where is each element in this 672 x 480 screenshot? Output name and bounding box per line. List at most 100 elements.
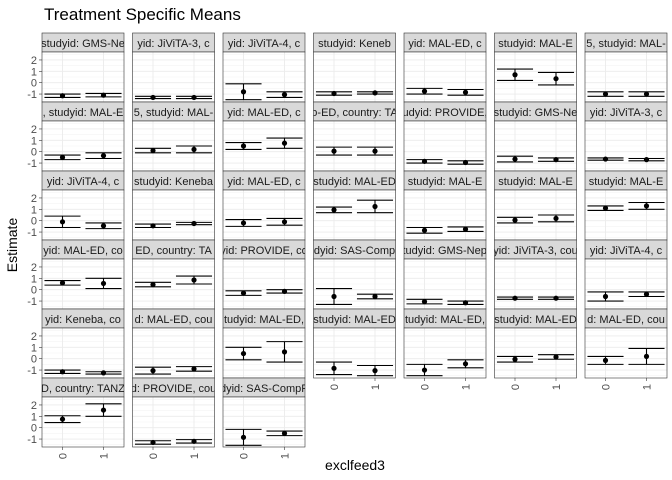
facet-panel: yid: PROVIDE, co	[222, 239, 306, 310]
estimate-point	[602, 205, 609, 211]
y-tick-label: -1	[27, 158, 37, 170]
x-tick-label: 1	[189, 453, 201, 459]
x-tick-label: 1	[370, 384, 382, 390]
facet-panel: yid: JiViTA-4, c	[222, 32, 306, 103]
facet-strip-label: studyid: Keneba	[134, 176, 214, 188]
facet-strip-label: studyid: MAL-E	[498, 38, 573, 50]
facet-strip-label: yid: MAL-ED, c	[408, 38, 482, 50]
estimate-point	[100, 280, 107, 287]
facet-strip-label: yid: JiViTA-4, c	[228, 38, 301, 50]
estimate-point	[643, 203, 650, 209]
estimate-point	[643, 353, 650, 360]
y-tick-label: 0	[31, 216, 37, 228]
x-tick-label: 1	[551, 384, 563, 390]
y-tick-label: 2	[31, 400, 37, 412]
panel-border	[313, 327, 396, 379]
estimate-point	[100, 153, 107, 159]
estimate-point	[59, 416, 66, 422]
estimate-point	[150, 368, 156, 374]
facet-panel: studyid: MAL-ED	[313, 170, 396, 241]
estimate-point	[331, 365, 337, 371]
estimate-point	[150, 223, 156, 229]
facet-strip-label: studyid: MAL-E	[498, 176, 573, 188]
estimate-point	[462, 226, 469, 232]
facet-panel: studyid: MAL-E	[584, 170, 668, 241]
estimate-point	[281, 92, 288, 98]
estimate-point	[240, 143, 247, 149]
facet-panel: yid: JiViTA-3, c	[132, 32, 215, 103]
y-tick-label: 2	[31, 55, 37, 67]
facet-panel: yid: JiViTA-3, c	[584, 101, 668, 172]
y-tick-label: 0	[31, 78, 37, 90]
facet-strip-label: studyid: GMS-Nepa	[397, 245, 494, 257]
x-tick-label: 0	[420, 384, 432, 390]
estimate-point	[240, 220, 247, 226]
facet-panel: o-ED, country: TA	[311, 101, 398, 172]
estimate-point	[512, 295, 518, 301]
y-tick-label: -1	[27, 365, 37, 377]
facet-panel: studyid: PROVIDE, c	[394, 101, 497, 172]
facet-strip-label: , studyid: MAL-E	[43, 107, 124, 119]
x-tick-label: 0	[58, 453, 70, 459]
estimate-point	[331, 293, 337, 300]
facet-strip-label: o-ED, country: TA	[311, 107, 398, 119]
estimate-point	[462, 300, 469, 306]
y-tick-label: 0	[31, 423, 37, 435]
facet-strip-label: tudyid: MAL-ED,	[405, 314, 485, 326]
y-tick-label: 1	[31, 135, 37, 147]
facet-strip-label: tudyid: MAL-ED,	[224, 314, 304, 326]
estimate-point	[191, 94, 197, 101]
facet-panel: dyid: SAS-Comp	[313, 239, 396, 310]
facet-strip-label: yid: JiViTA-4, c	[47, 176, 120, 188]
facet-panel: studyid: MAL-E	[403, 170, 487, 241]
estimate-point	[150, 147, 156, 154]
estimate-point	[281, 349, 288, 355]
facet-panel: ED, country: TA	[132, 239, 215, 310]
estimate-point	[59, 154, 66, 160]
panel-border	[403, 327, 487, 379]
estimate-point	[512, 72, 518, 78]
estimate-point	[462, 89, 469, 95]
x-tick-label: 0	[510, 384, 522, 390]
facet-strip-label: studyid: Keneb	[318, 38, 391, 50]
estimate-point	[331, 207, 337, 213]
estimate-point	[100, 407, 107, 413]
estimate-point	[59, 93, 66, 99]
y-tick-label: 1	[31, 411, 37, 423]
facet-panel: 5, studyid: MAL-	[584, 32, 668, 103]
estimate-point	[421, 227, 428, 233]
estimate-point	[553, 157, 559, 163]
facet-panel: yid: MAL-ED, c	[222, 101, 306, 172]
y-tick-label: 0	[31, 147, 37, 159]
estimate-point	[462, 159, 469, 166]
estimate-point	[191, 277, 197, 283]
estimate-point	[512, 217, 518, 223]
facet-panel: yid: MAL-ED, c	[403, 32, 487, 103]
y-axis-title: Estimate	[4, 218, 20, 273]
facet-strip-label: dyid: SAS-Comp	[314, 245, 395, 257]
y-tick-label: 2	[31, 331, 37, 343]
estimate-point	[512, 356, 518, 362]
x-tick-label: 0	[329, 384, 341, 390]
facet-strip-label: studyid: MAL-ED	[313, 314, 396, 326]
estimate-point	[643, 291, 650, 297]
y-tick-label: -1	[27, 227, 37, 239]
facet-strip-label: studyid: PROVIDE, c	[394, 107, 497, 119]
estimate-point	[421, 367, 428, 373]
facet-strip-label: 5, studyid: MAL-	[134, 107, 214, 119]
estimate-point	[281, 140, 288, 146]
estimate-point	[643, 157, 650, 163]
estimate-point	[240, 290, 247, 296]
estimate-point	[553, 354, 559, 360]
estimate-point	[59, 219, 66, 225]
estimate-point	[150, 439, 156, 446]
estimate-point	[59, 369, 66, 375]
